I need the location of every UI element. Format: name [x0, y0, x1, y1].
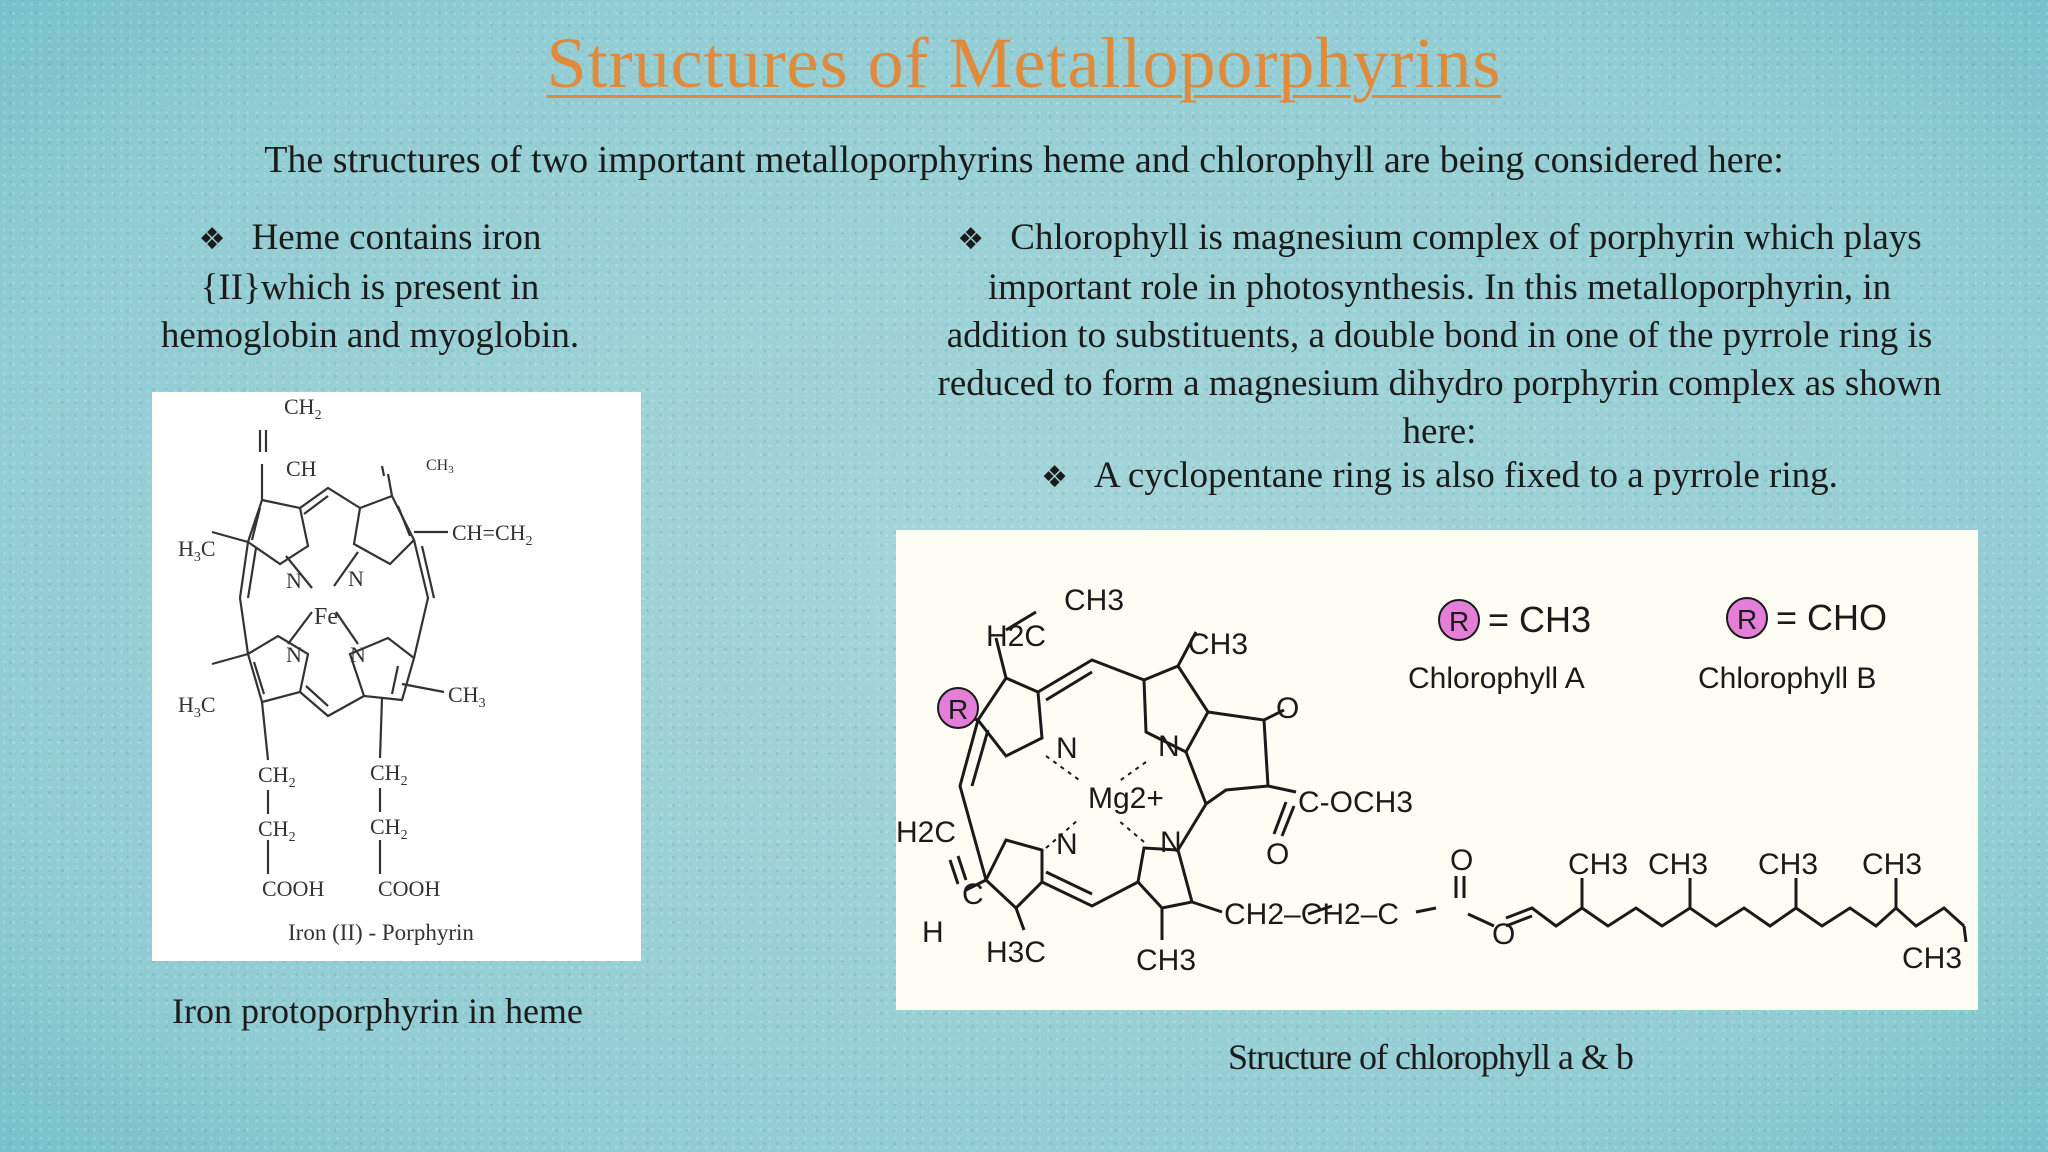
cyclopentane-bullet: ❖ A cyclopentane ring is also fixed to a …: [862, 452, 2017, 502]
heme-chain-right-ch2-b: CH2: [370, 814, 408, 843]
chl-ch3-top-right: CH3: [1188, 628, 1248, 661]
bullet-diamond-icon: ❖: [198, 222, 226, 257]
chl-ch3-bottom: CH3: [1136, 944, 1196, 977]
heme-chain-left-ch2-b: CH2: [258, 816, 296, 845]
chl-ch3-top: CH3: [1064, 584, 1124, 617]
intro-text: The structures of two important metallop…: [264, 139, 1784, 181]
chl-ester-link-oxygen: O: [1492, 918, 1515, 951]
chl-magnesium-atom: Mg2+: [1088, 782, 1164, 815]
heme-nitrogen-1: N: [286, 568, 302, 593]
svg-text:= CHO: = CHO: [1776, 597, 1887, 638]
chl-nitrogen-1: N: [1056, 732, 1078, 765]
heme-caption: Iron protoporphyrin in heme: [172, 991, 583, 1031]
chl-phytyl-ch3-2: CH3: [1648, 848, 1708, 881]
bullet-diamond-icon: ❖: [1041, 460, 1068, 495]
chlorophyll-structure-figure: N N N N Mg2+ H2C CH3 CH3 O C-OCH3 O H2C …: [896, 530, 1978, 1010]
heme-nitrogen-4: N: [350, 642, 366, 667]
chl-h2c-left: H2C: [896, 816, 956, 849]
slide-title: Structures of Metalloporphyrins: [546, 23, 1502, 103]
svg-text:R: R: [948, 694, 968, 725]
legend-chlorophyll-b: R = CHO Chlorophyll B: [1698, 597, 1887, 695]
heme-right-bottom-methyl: CH3: [448, 682, 486, 711]
heme-bullet-line-2: {II}which is present in: [200, 267, 540, 308]
heme-figure-label: Iron (II) - Porphyrin: [288, 920, 474, 945]
heme-nitrogen-2: N: [348, 566, 364, 591]
heme-nitrogen-3: N: [286, 642, 302, 667]
heme-structure-diagram: N N N N Fe CH2 CH CH3 CH=CH2 H3C H3C CH3…: [178, 394, 533, 945]
chl-bullet-line-2: important role in photosynthesis. In thi…: [987, 267, 1892, 308]
r-badge-structure: R: [937, 687, 979, 729]
chl-h2c-top: H2C: [986, 620, 1046, 653]
chl-ester-group: C-OCH3: [1298, 786, 1413, 819]
svg-text:Chlorophyll B: Chlorophyll B: [1698, 662, 1876, 695]
chl-nitrogen-4: N: [1160, 826, 1182, 859]
heme-iron-atom: Fe: [314, 604, 338, 630]
chl-phytyl-ch3-4: CH3: [1862, 848, 1922, 881]
heme-chain-right-ch2-a: CH2: [370, 760, 408, 789]
chlorophyll-bullet: ❖ Chlorophyll is magnesium complex of por…: [862, 214, 2017, 456]
chl-bullet-line-5: here:: [1402, 411, 1477, 452]
chl-h3c-bottom: H3C: [986, 936, 1046, 969]
chl-bullet-line-1: Chlorophyll is magnesium complex of porp…: [1010, 217, 1922, 258]
chlorophyll-structure-diagram: N N N N Mg2+ H2C CH3 CH3 O C-OCH3 O H2C …: [896, 584, 1968, 977]
heme-vinyl-right: CH=CH2: [452, 520, 533, 549]
svg-text:Chlorophyll A: Chlorophyll A: [1408, 662, 1585, 695]
chl-ester-oxygen: O: [1266, 838, 1289, 871]
svg-text:R: R: [1449, 606, 1469, 637]
chl-bullet-line-4: reduced to form a magnesium dihydro porp…: [937, 363, 1942, 404]
chl-bullet-line-3: addition to substituents, a double bond …: [946, 315, 1933, 356]
heme-chain-left-cooh: COOH: [262, 876, 324, 901]
heme-vinyl-top-ch: CH: [286, 456, 317, 481]
legend-chlorophyll-a: R = CH3 Chlorophyll A: [1408, 599, 1591, 695]
heme-chain-left-ch2-a: CH2: [258, 762, 296, 791]
svg-text:R: R: [1737, 604, 1757, 635]
chl-propionate-chain: CH2–CH2–C: [1224, 898, 1399, 931]
chl-vinyl-h: H: [922, 916, 944, 949]
chl-carbonyl-oxygen: O: [1450, 844, 1473, 877]
chl-nitrogen-2: N: [1158, 730, 1180, 763]
chl-phytyl-ch3-end: CH3: [1902, 942, 1962, 975]
heme-bullet-line-3: hemoglobin and myoglobin.: [160, 315, 580, 356]
chl-nitrogen-3: N: [1056, 828, 1078, 861]
chl-phytyl-ch3-3: CH3: [1758, 848, 1818, 881]
chl-vinyl-c: C: [962, 878, 984, 911]
heme-left-top-methyl: H3C: [178, 536, 216, 565]
chl-keto-oxygen: O: [1276, 692, 1299, 725]
heme-bullet-line-1: Heme contains iron: [251, 217, 542, 258]
svg-text:= CH3: = CH3: [1488, 599, 1591, 640]
heme-structure-figure: N N N N Fe CH2 CH CH3 CH=CH2 H3C H3C CH3…: [152, 392, 641, 961]
heme-chain-right-cooh: COOH: [378, 876, 440, 901]
bullet-diamond-icon: ❖: [957, 222, 985, 257]
chl-phytyl-ch3-1: CH3: [1568, 848, 1628, 881]
heme-top-right-ch3: CH3: [426, 457, 454, 476]
heme-vinyl-top-ch2: CH2: [284, 394, 322, 423]
heme-left-bottom-methyl: H3C: [178, 692, 216, 721]
heme-bullet: ❖ Heme contains iron {II}which is present…: [110, 214, 630, 360]
cyclopentane-bullet-text: A cyclopentane ring is also fixed to a p…: [1094, 455, 1838, 496]
chlorophyll-caption: Structure of chlorophyll a & b: [1228, 1037, 1634, 1077]
